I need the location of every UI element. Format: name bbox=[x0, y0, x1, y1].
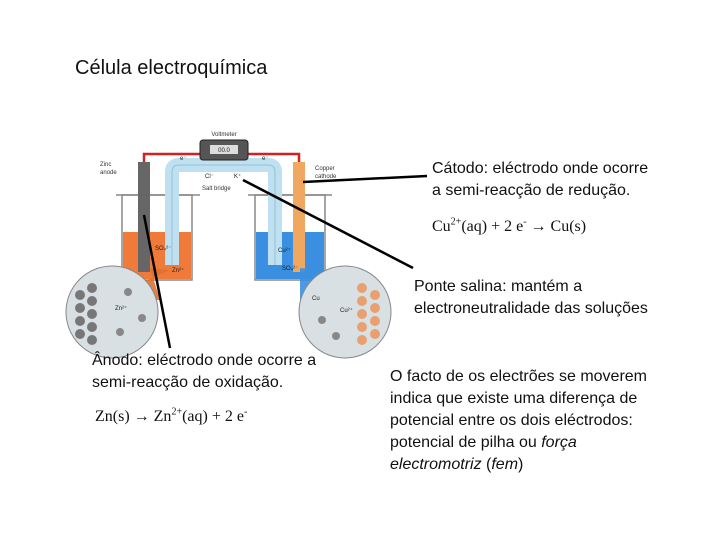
anode-text-line1: Ânodo: eléctrodo onde ocorre a bbox=[92, 352, 317, 369]
salt-bridge-description: Ponte salina: mantém a electroneutralida… bbox=[414, 278, 648, 317]
svg-text:00.0: 00.0 bbox=[218, 148, 230, 154]
svg-text:SO₄²⁻: SO₄²⁻ bbox=[282, 266, 298, 272]
copper-atoms bbox=[318, 283, 380, 345]
svg-text:Copper: Copper bbox=[315, 166, 335, 172]
svg-text:K⁺: K⁺ bbox=[234, 173, 241, 180]
svg-text:Cu²⁺: Cu²⁺ bbox=[278, 247, 291, 254]
svg-text:anode: anode bbox=[100, 170, 117, 176]
svg-text:SO₄²⁻: SO₄²⁻ bbox=[155, 246, 171, 252]
svg-text:e⁻: e⁻ bbox=[262, 156, 269, 162]
salt-bridge-pointer-line bbox=[242, 178, 414, 270]
svg-text:Zn²⁺: Zn²⁺ bbox=[172, 267, 184, 274]
svg-text:Cl⁻: Cl⁻ bbox=[205, 174, 214, 180]
cathode-text-line2: a semi-reacção de redução. bbox=[432, 182, 631, 199]
copper-beaker bbox=[248, 194, 332, 281]
svg-text:cathode: cathode bbox=[315, 174, 337, 180]
svg-text:Cu: Cu bbox=[312, 296, 320, 302]
anode-pointer-line bbox=[142, 214, 172, 349]
svg-text:Cu²⁺: Cu²⁺ bbox=[340, 307, 353, 314]
zinc-atoms bbox=[75, 283, 146, 345]
svg-text:Salt bridge: Salt bridge bbox=[202, 186, 231, 192]
voltmeter: 00.0 Voltmeter bbox=[199, 132, 249, 161]
anode-equation: Zn(s) → Zn2+(aq) + 2 e- bbox=[95, 406, 248, 425]
cathode-description: Cátodo: eléctrodo onde ocorre a semi-rea… bbox=[432, 158, 648, 202]
anode-description: Ânodo: eléctrodo onde ocorre a semi-reac… bbox=[92, 350, 316, 394]
arrow-icon: → bbox=[133, 408, 150, 425]
cathode-pointer-line bbox=[302, 174, 428, 184]
svg-text:Zn²⁺: Zn²⁺ bbox=[115, 305, 127, 312]
svg-text:Zinc: Zinc bbox=[100, 162, 111, 168]
svg-text:e⁻: e⁻ bbox=[180, 156, 187, 162]
svg-text:Voltmeter: Voltmeter bbox=[211, 132, 236, 138]
page-title: Célula electroquímica bbox=[75, 57, 268, 79]
arrow-icon: → bbox=[530, 218, 547, 235]
cathode-equation: Cu2+(aq) + 2 e- → Cu(s) bbox=[432, 216, 587, 235]
potential-description: O facto de os electrões se moverem indic… bbox=[390, 368, 647, 473]
copper-magnified-circle bbox=[298, 265, 392, 359]
copper-electrode bbox=[293, 162, 305, 272]
cathode-text-line1: Cátodo: eléctrodo onde ocorre bbox=[432, 160, 649, 177]
anode-text-line2: semi-reacção de oxidação. bbox=[92, 374, 284, 391]
external-wire bbox=[142, 152, 301, 162]
